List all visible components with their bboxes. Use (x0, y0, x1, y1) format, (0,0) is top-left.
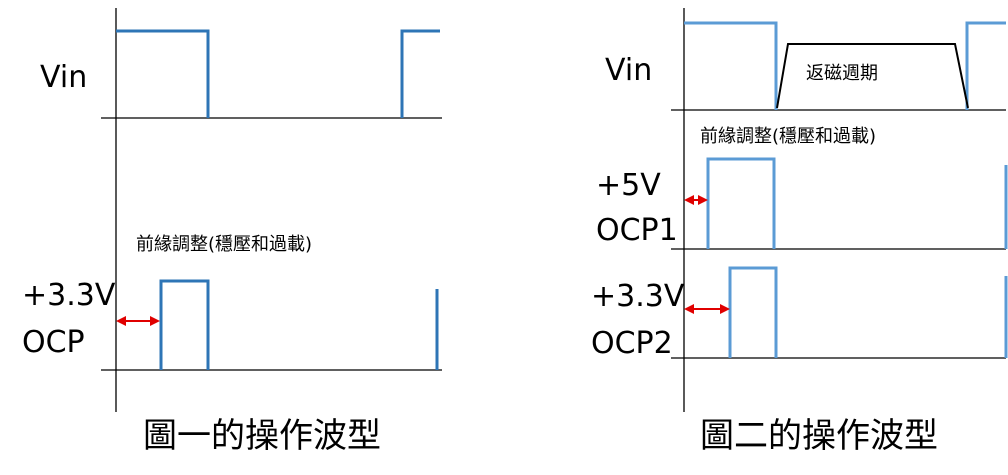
fig2-reset-period-trace (776, 43, 969, 109)
fig1-vin-label: Vin (40, 60, 87, 95)
fig2-rail2-label: +3.3V (591, 279, 685, 314)
fig2-rail1-label: +5V (596, 168, 661, 203)
fig2-ocp1-delay-arrow (684, 195, 708, 205)
fig2-ocp1-pulse (706, 157, 776, 249)
fig2-ocp2-label: OCP2 (591, 326, 673, 361)
fig2-vin-label: Vin (605, 53, 652, 88)
figure-1: Vin 前緣調整(穩壓和過載) +3.3V OCP 圖一的操作波型 (22, 8, 442, 456)
fig1-rail-label: +3.3V (22, 278, 116, 313)
fig2-ocp2-delay-arrow (684, 304, 730, 314)
fig1-vin-pulse-2 (400, 29, 440, 118)
fig2-vin-pulse-2 (965, 21, 1006, 110)
fig1-leading-edge-note: 前緣調整(穩壓和過載) (136, 234, 312, 255)
fig1-delay-arrow (116, 316, 160, 326)
fig2-caption: 圖二的操作波型 (700, 416, 938, 456)
fig1-caption: 圖一的操作波型 (143, 416, 381, 456)
figure-2: Vin 返磁週期 前緣調整(穩壓和過載) +5V OCP1 +3.3V OCP2… (591, 8, 1008, 456)
fig1-ocp-pulse (159, 279, 210, 370)
fig2-ocp2-pulse (728, 266, 778, 358)
fig2-ocp1-label: OCP1 (596, 213, 678, 248)
fig2-reset-note: 返磁週期 (806, 63, 878, 84)
fig2-vin-pulse-1 (684, 21, 778, 110)
fig1-vin-pulse-1 (116, 29, 210, 118)
fig2-leading-edge-note: 前緣調整(穩壓和過載) (700, 126, 876, 147)
fig1-ocp-label: OCP (22, 325, 85, 360)
